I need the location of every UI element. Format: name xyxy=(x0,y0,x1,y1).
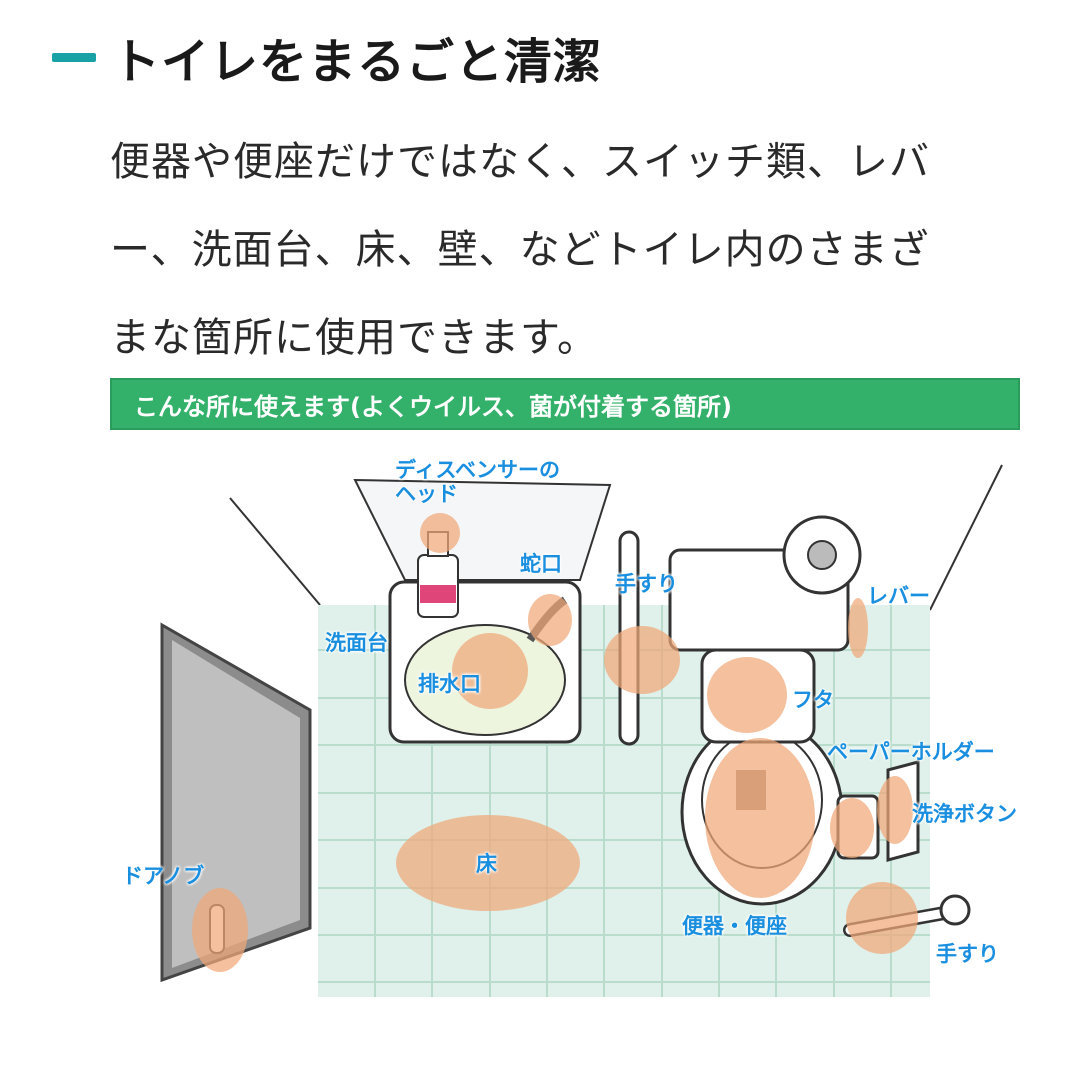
heading-accent-bar xyxy=(52,52,96,62)
label-sink: 洗面台 xyxy=(325,631,388,655)
usage-banner-text: こんな所に使えます(よくウイルス、菌が付着する箇所) xyxy=(134,392,732,421)
label-dispenser-head: ディスベンサーの ヘッド xyxy=(395,458,561,506)
usage-banner: こんな所に使えます(よくウイルス、菌が付着する箇所) xyxy=(110,378,1020,430)
label-faucet: 蛇口 xyxy=(520,552,562,576)
label-handrail-bottom: 手すり xyxy=(936,942,999,966)
description-line: 便器や便座だけではなく、スイッチ類、レバ xyxy=(110,139,930,185)
description-paragraph: 便器や便座だけではなく、スイッチ類、レバ ー、洗面台、床、壁、などトイレ内のさま… xyxy=(110,118,1010,382)
label-handrail-top: 手すり xyxy=(615,572,678,596)
label-flush-button: 洗浄ボタン xyxy=(912,802,1017,826)
description-line: まな箇所に使用できます。 xyxy=(110,315,598,361)
label-lid: フタ xyxy=(792,688,834,712)
label-toilet-seat: 便器・便座 xyxy=(682,914,787,938)
label-drain: 排水口 xyxy=(418,672,481,696)
heading-title: トイレをまるごと清潔 xyxy=(112,34,603,90)
description-line: ー、洗面台、床、壁、などトイレ内のさまざ xyxy=(110,227,930,273)
label-paper-holder: ペーパーホルダー xyxy=(827,740,995,764)
toilet-illustration: ディスベンサーの ヘッド 蛇口 手すり レバー 洗面台 排水口 フタ ペーパーホ… xyxy=(110,440,1030,1010)
label-lever: レバー xyxy=(867,584,930,608)
label-floor: 床 xyxy=(476,852,497,876)
toilet-drawing xyxy=(160,464,1003,997)
label-door-knob: ドアノブ xyxy=(122,864,205,888)
section-heading: トイレをまるごと清潔 xyxy=(52,22,602,92)
